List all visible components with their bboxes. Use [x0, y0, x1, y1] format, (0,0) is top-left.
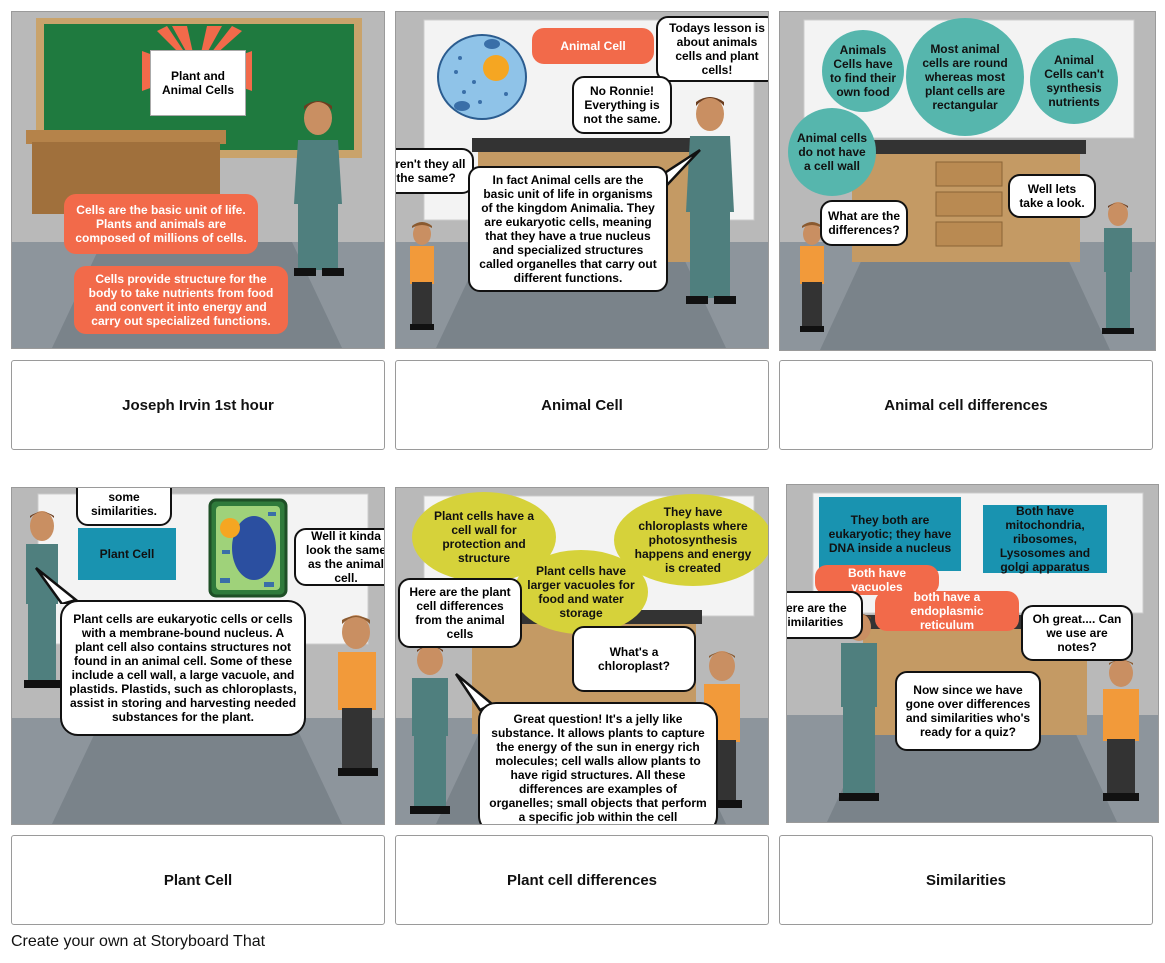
panel-4: Plant Cell Yes there are some similariti… — [11, 487, 385, 825]
create-your-own-link[interactable]: Create your own at Storyboard That — [11, 933, 266, 950]
note-structure-text: Cells provide structure for the body to … — [88, 272, 274, 328]
caption-panel-6: Similarities — [779, 835, 1153, 925]
circle-no-cell-wall: Animal cells do not have a cell wall — [788, 108, 876, 196]
animal-cell-label: Animal Cell — [532, 28, 654, 64]
box-vacuoles: Both have vacuoles — [815, 565, 939, 595]
panel-5: Plant cells have a cell wall for protect… — [395, 487, 769, 825]
plant-cell-diagram-icon — [208, 498, 288, 598]
panel-3: Animals Cells have to find their own foo… — [779, 11, 1156, 351]
speech-bubble-what-differences: What are the differences? — [820, 200, 908, 246]
animal-cell-label-text: Animal Cell — [560, 39, 626, 53]
panel-2: Animal Cell Todays lesson is about anima… — [395, 11, 769, 349]
caption-panel-4: Plant Cell — [11, 835, 385, 925]
speech-bubble-similarities: Here are the similarities — [787, 591, 863, 639]
box-eukaryotic: They both are eukaryotic; they have DNA … — [819, 497, 961, 571]
caption-panel-1: Joseph Irvin 1st hour — [11, 360, 385, 450]
panel-1: Plant and Animal Cells Cells are the bas… — [11, 11, 385, 349]
speech-bubble-all-the-same: Aren't they all the same? — [396, 148, 474, 194]
speech-bubble-animal-cells-fact: In fact Animal cells are the basic unit … — [468, 166, 668, 292]
circle-cell-wall: Plant cells have a cell wall for protect… — [412, 492, 556, 582]
speech-bubble-some-similarities: Yes there are some similarities. — [76, 488, 172, 526]
teacher-character — [839, 613, 879, 801]
speech-bubble-lets-take-look: Well lets take a look. — [1008, 174, 1096, 218]
teacher-character — [294, 101, 344, 276]
speech-bubble-great-question: Great question! It's a jelly like substa… — [478, 702, 718, 824]
board-sign-text: Plant and Animal Cells — [161, 69, 235, 97]
student-character — [410, 222, 434, 330]
plant-cell-label: Plant Cell — [78, 528, 176, 580]
speech-bubble-ready-for-quiz: Now since we have gone over differences … — [895, 671, 1041, 751]
speech-bubble-no-ronnie: No Ronnie! Everything is not the same. — [572, 76, 672, 134]
speech-bubble-whats-chloroplast: What's a chloroplast? — [572, 626, 696, 692]
teacher-character — [24, 511, 60, 688]
note-basic-unit: Cells are the basic unit of life. Plants… — [64, 194, 258, 254]
student-character — [338, 615, 378, 776]
circle-vacuoles: Plant cells have larger vacuoles for foo… — [514, 550, 648, 634]
circle-chloroplasts: They have chloroplasts where photosynthe… — [614, 494, 768, 586]
teacher-character — [686, 97, 736, 304]
speech-bubble-use-notes: Oh great.... Can we use are notes? — [1021, 605, 1133, 661]
caption-panel-3: Animal cell differences — [779, 360, 1153, 450]
panel-6: They both are eukaryotic; they have DNA … — [786, 484, 1159, 823]
box-mitochondria: Both have mitochondria, ribosomes, Lysos… — [983, 504, 1107, 574]
animal-cell-diagram-icon — [437, 34, 527, 120]
speech-bubble-plant-cells-explained: Plant cells are eukaryotic cells or cell… — [60, 600, 306, 736]
speech-bubble-plant-differences: Here are the plant cell differences from… — [398, 578, 522, 648]
note-structure: Cells provide structure for the body to … — [74, 266, 288, 334]
circle-round-vs-rectangular: Most animal cells are round whereas most… — [906, 18, 1024, 136]
box-endoplasmic-reticulum: both have a endoplasmic reticulum — [875, 590, 1019, 632]
caption-panel-2: Animal Cell — [395, 360, 769, 450]
teacher-character — [1102, 202, 1134, 334]
teacher-character — [410, 645, 450, 814]
bubble-tail — [34, 567, 79, 604]
speech-bubble-looks-same: Well it kinda look the same as the anima… — [294, 528, 384, 586]
student-character — [800, 222, 824, 332]
student-character — [1103, 659, 1139, 801]
note-basic-unit-text: Cells are the basic unit of life. Plants… — [75, 203, 247, 245]
circle-find-food: Animals Cells have to find their own foo… — [822, 30, 904, 112]
bubble-tail — [660, 148, 701, 186]
board-sign: Plant and Animal Cells — [150, 50, 246, 116]
circle-cant-synthesis: Animal Cells can't synthesis nutrients — [1030, 38, 1118, 124]
speech-bubble-todays-lesson: Todays lesson is about animals cells and… — [656, 16, 768, 82]
caption-panel-5: Plant cell differences — [395, 835, 769, 925]
